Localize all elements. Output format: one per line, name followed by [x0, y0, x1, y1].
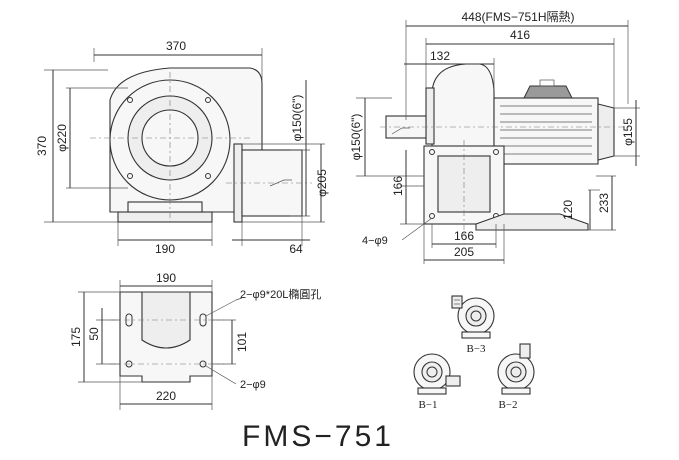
terminal-box	[523, 85, 573, 99]
dim-overall-insulated: 448(FMS−751H隔熱)	[461, 10, 574, 24]
bolt-hole	[205, 97, 211, 103]
model-title: FMS−751	[242, 420, 394, 453]
dim-overall-length: 416	[510, 28, 530, 42]
dim-front-width: 370	[166, 39, 186, 53]
label-b2: B−2	[498, 399, 517, 411]
note-round-holes: 2−φ9	[240, 379, 266, 391]
dim-plate-bottom: 220	[156, 389, 176, 403]
dim-shaft-height: 120	[561, 200, 575, 220]
bolt-hole	[127, 173, 133, 179]
orientation-sketches: B−3 B−1 B−2	[413, 295, 535, 411]
bolt-hole	[127, 97, 133, 103]
dim-plate-inner: 50	[87, 327, 101, 341]
dim-inlet-dia: φ220	[55, 124, 69, 152]
side-view: 448(FMS−751H隔熱) 416 132 φ150(6") 166 φ15…	[349, 10, 640, 264]
front-view: 370 370 φ220 φ150(6") φ205 190 64	[35, 39, 329, 256]
dim-outlet-dia: φ150(6")	[290, 95, 304, 142]
motor-body	[493, 97, 599, 165]
dim-housing-depth: 132	[430, 49, 450, 63]
orientation-b3: B−3	[451, 295, 495, 355]
dim-top-height: 233	[597, 193, 611, 213]
base-plate-view: 190 220 175 50 101 2−φ9*20L橢圓孔 2−φ9	[69, 271, 321, 410]
dim-base-outer: 205	[454, 245, 474, 259]
dim-motor-dia: φ155	[621, 118, 635, 146]
dim-outlet-center: 166	[391, 176, 405, 196]
dim-front-height: 370	[35, 136, 49, 156]
side-housing	[431, 63, 495, 147]
dim-outlet-flange: φ205	[315, 169, 329, 197]
front-base	[117, 211, 213, 223]
side-inlet-flange	[425, 87, 435, 145]
label-b3: B−3	[466, 343, 486, 355]
orientation-b2: B−2	[497, 343, 535, 411]
dim-base-inner: 166	[454, 229, 474, 243]
dim-front-base: 190	[155, 242, 175, 256]
dim-side-outlet-dia: φ150(6")	[349, 114, 363, 161]
dim-slot-spacing: 101	[235, 332, 249, 352]
orientation-b1: B−1	[413, 353, 461, 411]
dim-plate-height: 175	[69, 327, 83, 347]
motor-end-cap	[597, 103, 615, 161]
dim-outlet-depth: 64	[289, 242, 303, 256]
note-slot-holes: 2−φ9*20L橢圓孔	[240, 287, 321, 301]
note-mount-holes: 4−φ9	[362, 235, 388, 247]
dim-plate-top: 190	[156, 271, 176, 285]
label-b1: B−1	[418, 399, 437, 411]
bolt-hole	[205, 173, 211, 179]
front-foot	[127, 201, 203, 213]
